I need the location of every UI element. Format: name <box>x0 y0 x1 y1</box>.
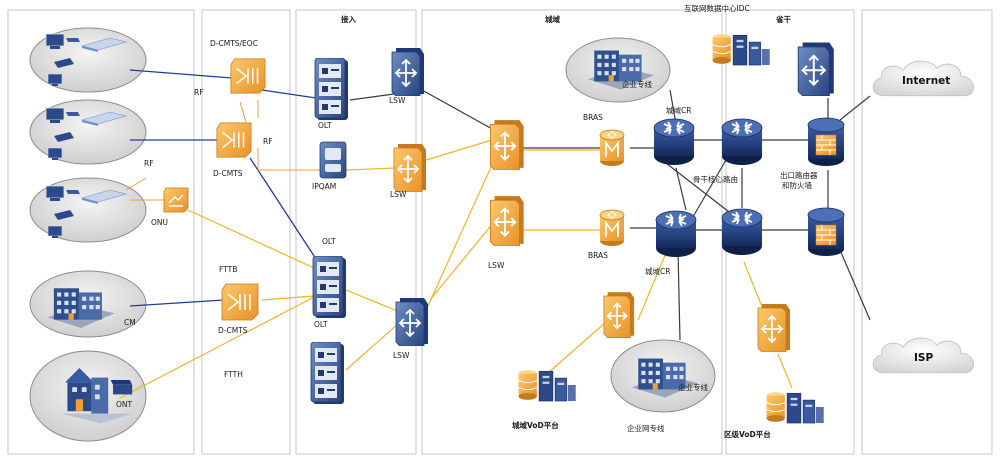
bras-icon[interactable] <box>599 209 625 247</box>
label-metro-cr: 城域CR <box>645 266 670 276</box>
label-rf: RF <box>263 137 273 146</box>
yellow-links <box>119 139 793 399</box>
onu-icon[interactable] <box>163 187 189 213</box>
label-olt: OLT <box>318 121 332 130</box>
region-vod-server-icon[interactable] <box>765 391 825 424</box>
vod-switch-icon[interactable] <box>603 291 635 338</box>
dcmts-fttb-icon[interactable] <box>221 283 259 321</box>
zone-title-access: 接入 <box>341 14 356 24</box>
backbone-router-icon[interactable] <box>721 208 763 256</box>
dcmts-icon[interactable] <box>216 122 252 158</box>
label-enterprise-line: 企业专线 <box>678 382 708 392</box>
label-internet: Internet <box>902 75 950 87</box>
label-lsw: LSW <box>488 261 505 270</box>
label-olt: OLT <box>314 320 328 329</box>
bras-icon[interactable] <box>599 129 625 167</box>
metro-cr-router-icon[interactable] <box>655 210 697 258</box>
label-metro-cr: 城域CR <box>666 105 691 115</box>
lsw-switch-icon[interactable] <box>391 47 425 96</box>
idc-server-icon[interactable] <box>711 33 771 66</box>
label-lsw: LSW <box>393 351 410 360</box>
label-dcmts: D-CMTS <box>213 169 243 178</box>
label-olt: OLT <box>322 237 336 246</box>
label-dcmts-eoc: D-CMTS/EOC <box>210 39 258 48</box>
ipqam-icon[interactable] <box>319 141 347 179</box>
zone-title-idc: 互联网数据中心IDC <box>684 3 750 13</box>
label-ftth: FTTH <box>224 370 243 379</box>
label-ipqam: IPQAM <box>312 182 336 191</box>
label-egress-router: 出口路由器 <box>780 170 818 180</box>
label-fttb: FTTB <box>219 265 237 274</box>
metro-switch-icon[interactable] <box>489 195 525 246</box>
metro-switch-icon[interactable] <box>489 119 525 170</box>
zone-title-metro: 城域 <box>545 14 560 24</box>
zone-title-province: 省干 <box>775 14 791 24</box>
lsw-switch-icon[interactable] <box>393 143 427 192</box>
label-rf: RF <box>144 159 154 168</box>
idc-switch-icon[interactable] <box>797 41 835 96</box>
label-ont: ONT <box>116 400 133 409</box>
label-region-vod: 区级VoD平台 <box>724 429 771 439</box>
egress-firewall-icon[interactable] <box>807 117 845 167</box>
label-onu: ONU <box>151 218 168 227</box>
label-enterprise-line: 企业专线 <box>622 79 652 89</box>
metro-cr-router-icon[interactable] <box>653 118 695 166</box>
label-lsw: LSW <box>390 190 407 199</box>
olt-icon[interactable] <box>310 342 345 405</box>
olt-icon[interactable] <box>312 256 347 319</box>
olt-icon[interactable] <box>314 58 349 121</box>
egress-firewall-icon[interactable] <box>807 207 845 257</box>
region-vod-switch-icon[interactable] <box>757 303 791 352</box>
label-egress-firewall: 和防火墙 <box>782 180 812 190</box>
blue-links <box>129 69 319 307</box>
label-lsw: LSW <box>389 96 406 105</box>
metro-vod-server-icon[interactable] <box>517 369 577 402</box>
dcmts-eoc-icon[interactable] <box>230 58 266 94</box>
backbone-router-icon[interactable] <box>721 118 763 166</box>
device-labels: D-CMTS/EOC RF RF RF D-CMTS ONU FTTB D-CM… <box>116 39 950 439</box>
label-metro-vod: 城域VoD平台 <box>512 420 559 430</box>
label-bras: BRAS <box>583 113 603 122</box>
label-bras: BRAS <box>588 251 608 260</box>
label-backbone-core: 骨干核心路由 <box>693 174 738 184</box>
label-rf: RF <box>194 88 204 97</box>
label-enterprise-net: 企业网专线 <box>627 423 665 433</box>
label-isp: ISP <box>914 352 933 364</box>
lsw-switch-icon[interactable] <box>395 297 429 346</box>
label-dcmts: D-CMTS <box>218 326 248 335</box>
label-cm: CM <box>124 318 136 327</box>
